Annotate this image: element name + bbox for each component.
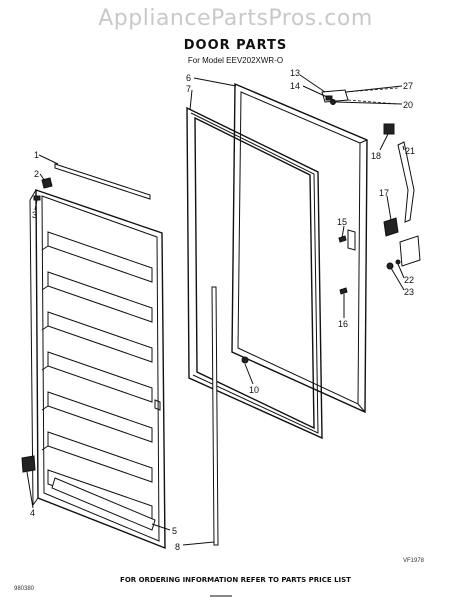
part-21-handle	[397, 141, 415, 223]
part-15-screw	[338, 235, 347, 243]
model-subtitle: For Model EEV202XWR-O	[187, 56, 284, 65]
callout-27: 27	[403, 81, 413, 91]
top-hinge-assembly	[321, 87, 399, 105]
part-7-gasket	[186, 106, 323, 440]
callout-16: 16	[338, 319, 348, 329]
callout-6: 6	[186, 73, 191, 83]
callout-5: 5	[172, 526, 177, 536]
part-10-screw	[241, 356, 249, 364]
part-3-screw	[33, 195, 41, 201]
callout-15: 15	[337, 217, 347, 227]
callout-17: 17	[379, 188, 389, 198]
callout-22: 22	[404, 275, 414, 285]
part-1-top-trim	[54, 163, 151, 200]
callout-1: 1	[34, 150, 39, 160]
part-4-door-stop	[21, 455, 36, 473]
callout-2: 2	[34, 169, 39, 179]
callout-13: 13	[290, 68, 300, 78]
callout-18: 18	[371, 151, 381, 161]
figure-code: VF1978	[403, 558, 425, 564]
callout-21: 21	[405, 146, 415, 156]
ordering-note: FOR ORDERING INFORMATION REFER TO PARTS …	[120, 576, 351, 584]
part-8-vertical-strip	[211, 286, 219, 546]
callout-8: 8	[175, 542, 180, 552]
leader-lines	[26, 74, 405, 546]
part-6-outer-door	[231, 82, 368, 414]
part-16-screw	[339, 287, 348, 295]
callout-10: 10	[249, 385, 259, 395]
callout-20: 20	[403, 100, 413, 110]
callout-14: 14	[290, 81, 300, 91]
part-18-switch	[383, 123, 395, 135]
part-22-bracket	[399, 235, 421, 267]
callout-3: 3	[32, 210, 37, 220]
page-code: 980380	[14, 586, 35, 592]
part-23-clip	[386, 262, 394, 270]
callout-4: 4	[30, 508, 35, 518]
callout-23: 23	[404, 287, 414, 297]
part-17-bracket	[383, 217, 399, 237]
inner-door-liner	[29, 189, 166, 550]
part-5-bottom-trim	[51, 477, 156, 531]
callout-labels: 1 2 3 4 5 6 7 8 10 13 14 15 16 17 18 20 …	[30, 68, 415, 552]
diagram-title: DOOR PARTS	[183, 38, 288, 53]
callout-7: 7	[186, 84, 191, 94]
watermark: AppliancePartsPros.com	[98, 6, 373, 31]
